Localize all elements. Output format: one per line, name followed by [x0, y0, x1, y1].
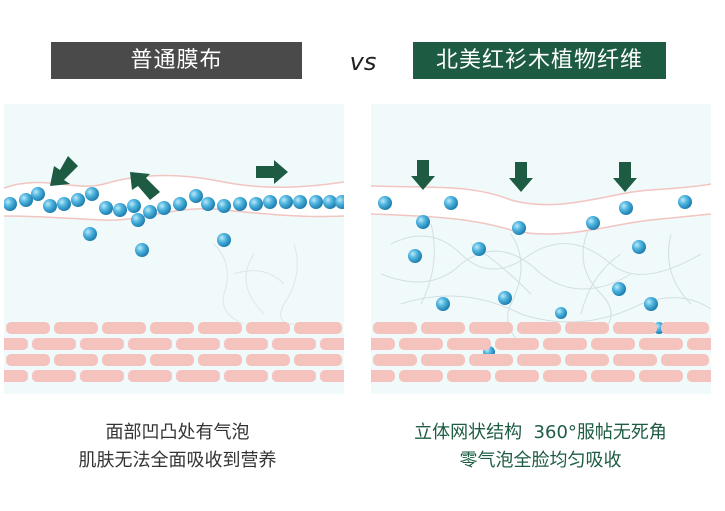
- skin-layer: [371, 322, 711, 382]
- bubble-row: [4, 187, 344, 257]
- left-caption-line1: 面部凹凸处有气泡: [105, 422, 250, 443]
- bubble-icon: [512, 221, 526, 235]
- bubble-icon: [279, 195, 293, 209]
- bubble-icon: [99, 201, 113, 215]
- bubble-icon: [632, 240, 646, 254]
- right-label: 北美红衫木植物纤维: [413, 42, 666, 79]
- bubble-icon: [135, 243, 149, 257]
- bubble-icon: [189, 189, 203, 203]
- bubble-icon: [335, 195, 344, 209]
- bubble-icon: [408, 249, 422, 263]
- bubble-icon: [71, 193, 85, 207]
- bubble-icon: [444, 196, 458, 210]
- fiber-lines: [213, 243, 298, 325]
- bubble-icon: [263, 195, 277, 209]
- vs-text: vs: [349, 48, 377, 76]
- bubble-icon: [416, 215, 430, 229]
- bubble-icon: [472, 242, 486, 256]
- bubble-icon: [678, 195, 692, 209]
- bubble-icon: [143, 205, 157, 219]
- bubble-icon: [83, 227, 97, 241]
- bubble-icon: [619, 201, 633, 215]
- bubble-icon: [586, 216, 600, 230]
- bubble-icon: [157, 201, 171, 215]
- bubbles: [378, 195, 692, 358]
- fiber-network: [380, 223, 711, 345]
- arrow-icon: [613, 162, 637, 192]
- bubble-icon: [233, 197, 247, 211]
- arrow-icon: [130, 172, 160, 200]
- arrow-icon: [256, 160, 288, 184]
- bubble-icon: [217, 233, 231, 247]
- bubble-icon: [378, 196, 392, 210]
- bubble-icon: [323, 195, 337, 209]
- bubble-icon: [85, 187, 99, 201]
- left-diagram-svg: [4, 104, 344, 394]
- bubble-icon: [293, 195, 307, 209]
- bubble-icon: [127, 199, 141, 213]
- bubble-icon: [173, 197, 187, 211]
- bubble-icon: [43, 199, 57, 213]
- bubble-icon: [644, 297, 658, 311]
- bubble-icon: [131, 213, 145, 227]
- bubble-icon: [4, 197, 17, 211]
- bubble-icon: [555, 307, 567, 319]
- bubble-icon: [309, 195, 323, 209]
- bubble-icon: [57, 197, 71, 211]
- arrow-icon: [50, 156, 78, 186]
- bubble-icon: [249, 197, 263, 211]
- arrow-icon: [411, 160, 435, 190]
- right-diagram: [371, 104, 711, 394]
- mask-bottom-edge: [371, 213, 711, 235]
- panel-background: [4, 104, 344, 394]
- arrow-icon: [509, 162, 533, 192]
- skin-layer: [4, 322, 344, 382]
- bubble-icon: [436, 297, 450, 311]
- right-caption-line2: 零气泡全脸均匀吸收: [459, 450, 622, 471]
- left-label: 普通膜布: [51, 42, 302, 79]
- left-caption-line2: 肌肤无法全面吸收到营养: [78, 450, 277, 471]
- mask-top-edge: [371, 183, 711, 206]
- bubble-icon: [31, 187, 45, 201]
- left-diagram: [4, 104, 344, 394]
- bubble-icon: [612, 282, 626, 296]
- mask-layer: [371, 184, 711, 235]
- right-caption-line1: 立体网状结构 360°服帖无死角: [414, 422, 667, 443]
- right-caption: 立体网状结构 360°服帖无死角 零气泡全脸均匀吸收: [368, 419, 713, 475]
- right-diagram-svg: [371, 104, 711, 394]
- bubble-icon: [217, 199, 231, 213]
- left-caption: 面部凹凸处有气泡 肌肤无法全面吸收到营养: [0, 419, 355, 475]
- bubble-icon: [19, 193, 33, 207]
- bubble-icon: [201, 197, 215, 211]
- bubble-icon: [498, 291, 512, 305]
- bubble-icon: [113, 203, 127, 217]
